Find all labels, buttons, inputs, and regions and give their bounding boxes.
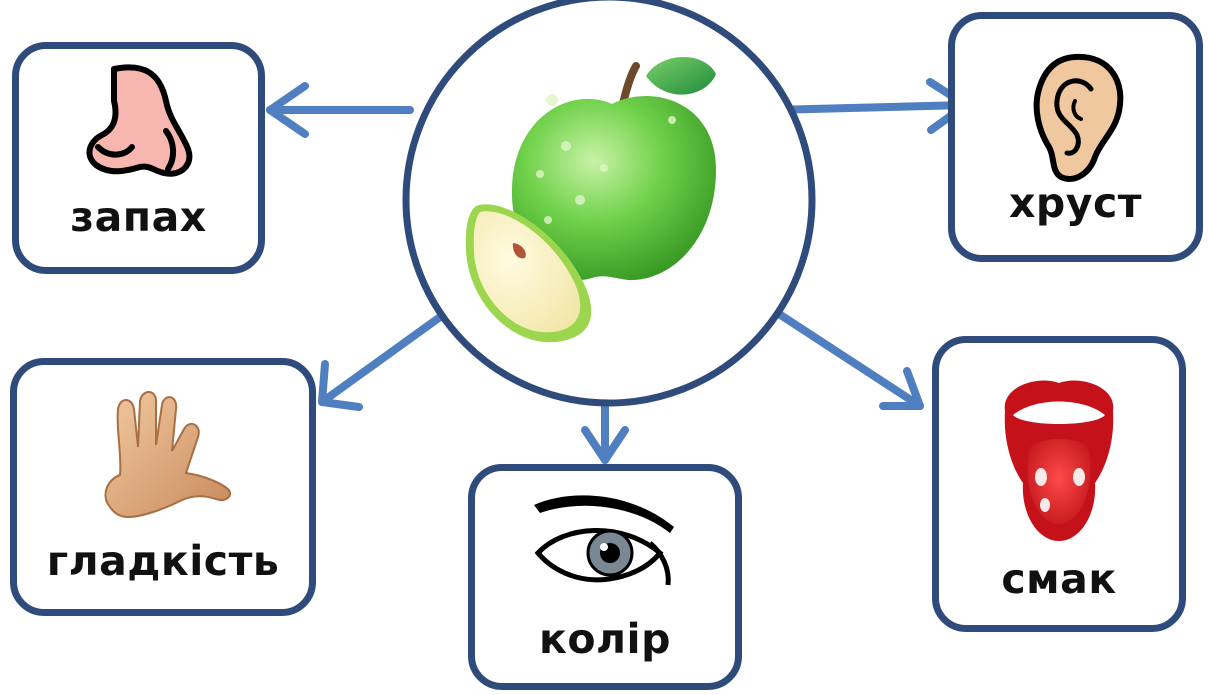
touch-label: гладкість xyxy=(46,537,280,585)
card-color: колір xyxy=(468,464,742,690)
color-label: колір xyxy=(539,615,671,663)
apple-icon xyxy=(465,56,716,343)
card-crunch: хруст xyxy=(948,12,1203,262)
arrow-to-taste xyxy=(772,308,924,410)
card-touch: гладкість xyxy=(10,358,316,616)
hand-icon xyxy=(104,391,232,519)
ear-icon xyxy=(1033,53,1123,182)
card-smell: запах xyxy=(12,42,265,274)
mouth-tongue-icon xyxy=(1004,380,1114,541)
arrow-to-touch xyxy=(318,308,451,411)
card-taste: смак xyxy=(932,336,1186,632)
arrow-to-color xyxy=(581,392,629,464)
smell-label: запах xyxy=(70,193,207,241)
crunch-label: хруст xyxy=(1008,179,1143,227)
eye-icon xyxy=(534,495,674,586)
arrow-to-crunch xyxy=(768,78,970,134)
taste-label: смак xyxy=(1001,555,1117,603)
arrow-to-smell xyxy=(266,82,414,138)
nose-icon xyxy=(85,64,192,177)
